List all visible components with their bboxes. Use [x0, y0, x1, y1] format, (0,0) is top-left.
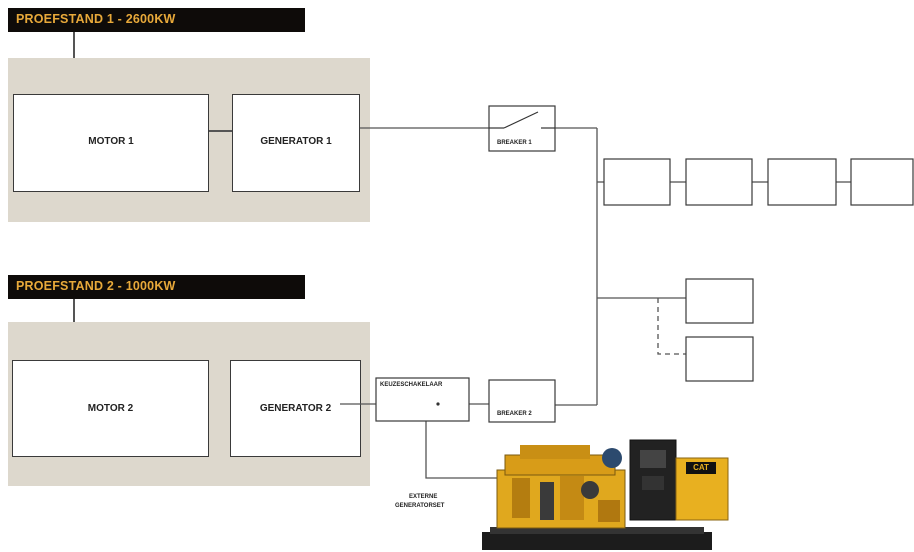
breaker-2-label: BREAKER 2: [497, 411, 532, 417]
side-load-box-2: [686, 337, 753, 381]
generator-set-illustration: [482, 440, 728, 550]
load-box-3: [768, 159, 836, 205]
dashed-branch-line: [658, 298, 686, 354]
side-load-box-1: [686, 279, 753, 323]
load-box-1: [604, 159, 670, 205]
load-box-4: [851, 159, 913, 205]
breaker-1-label: BREAKER 1: [497, 140, 532, 146]
selector-switch-label: KEUZESCHAKELAAR: [380, 382, 442, 388]
selector-to-genset-line: [426, 421, 498, 478]
load-box-2: [686, 159, 752, 205]
external-genset-label-line1: EXTERNE: [409, 494, 437, 500]
genset-brand-badge: CAT: [688, 463, 714, 473]
external-genset-label-line2: GENERATORSET: [395, 503, 444, 509]
selector-switch-dot: [436, 402, 439, 405]
